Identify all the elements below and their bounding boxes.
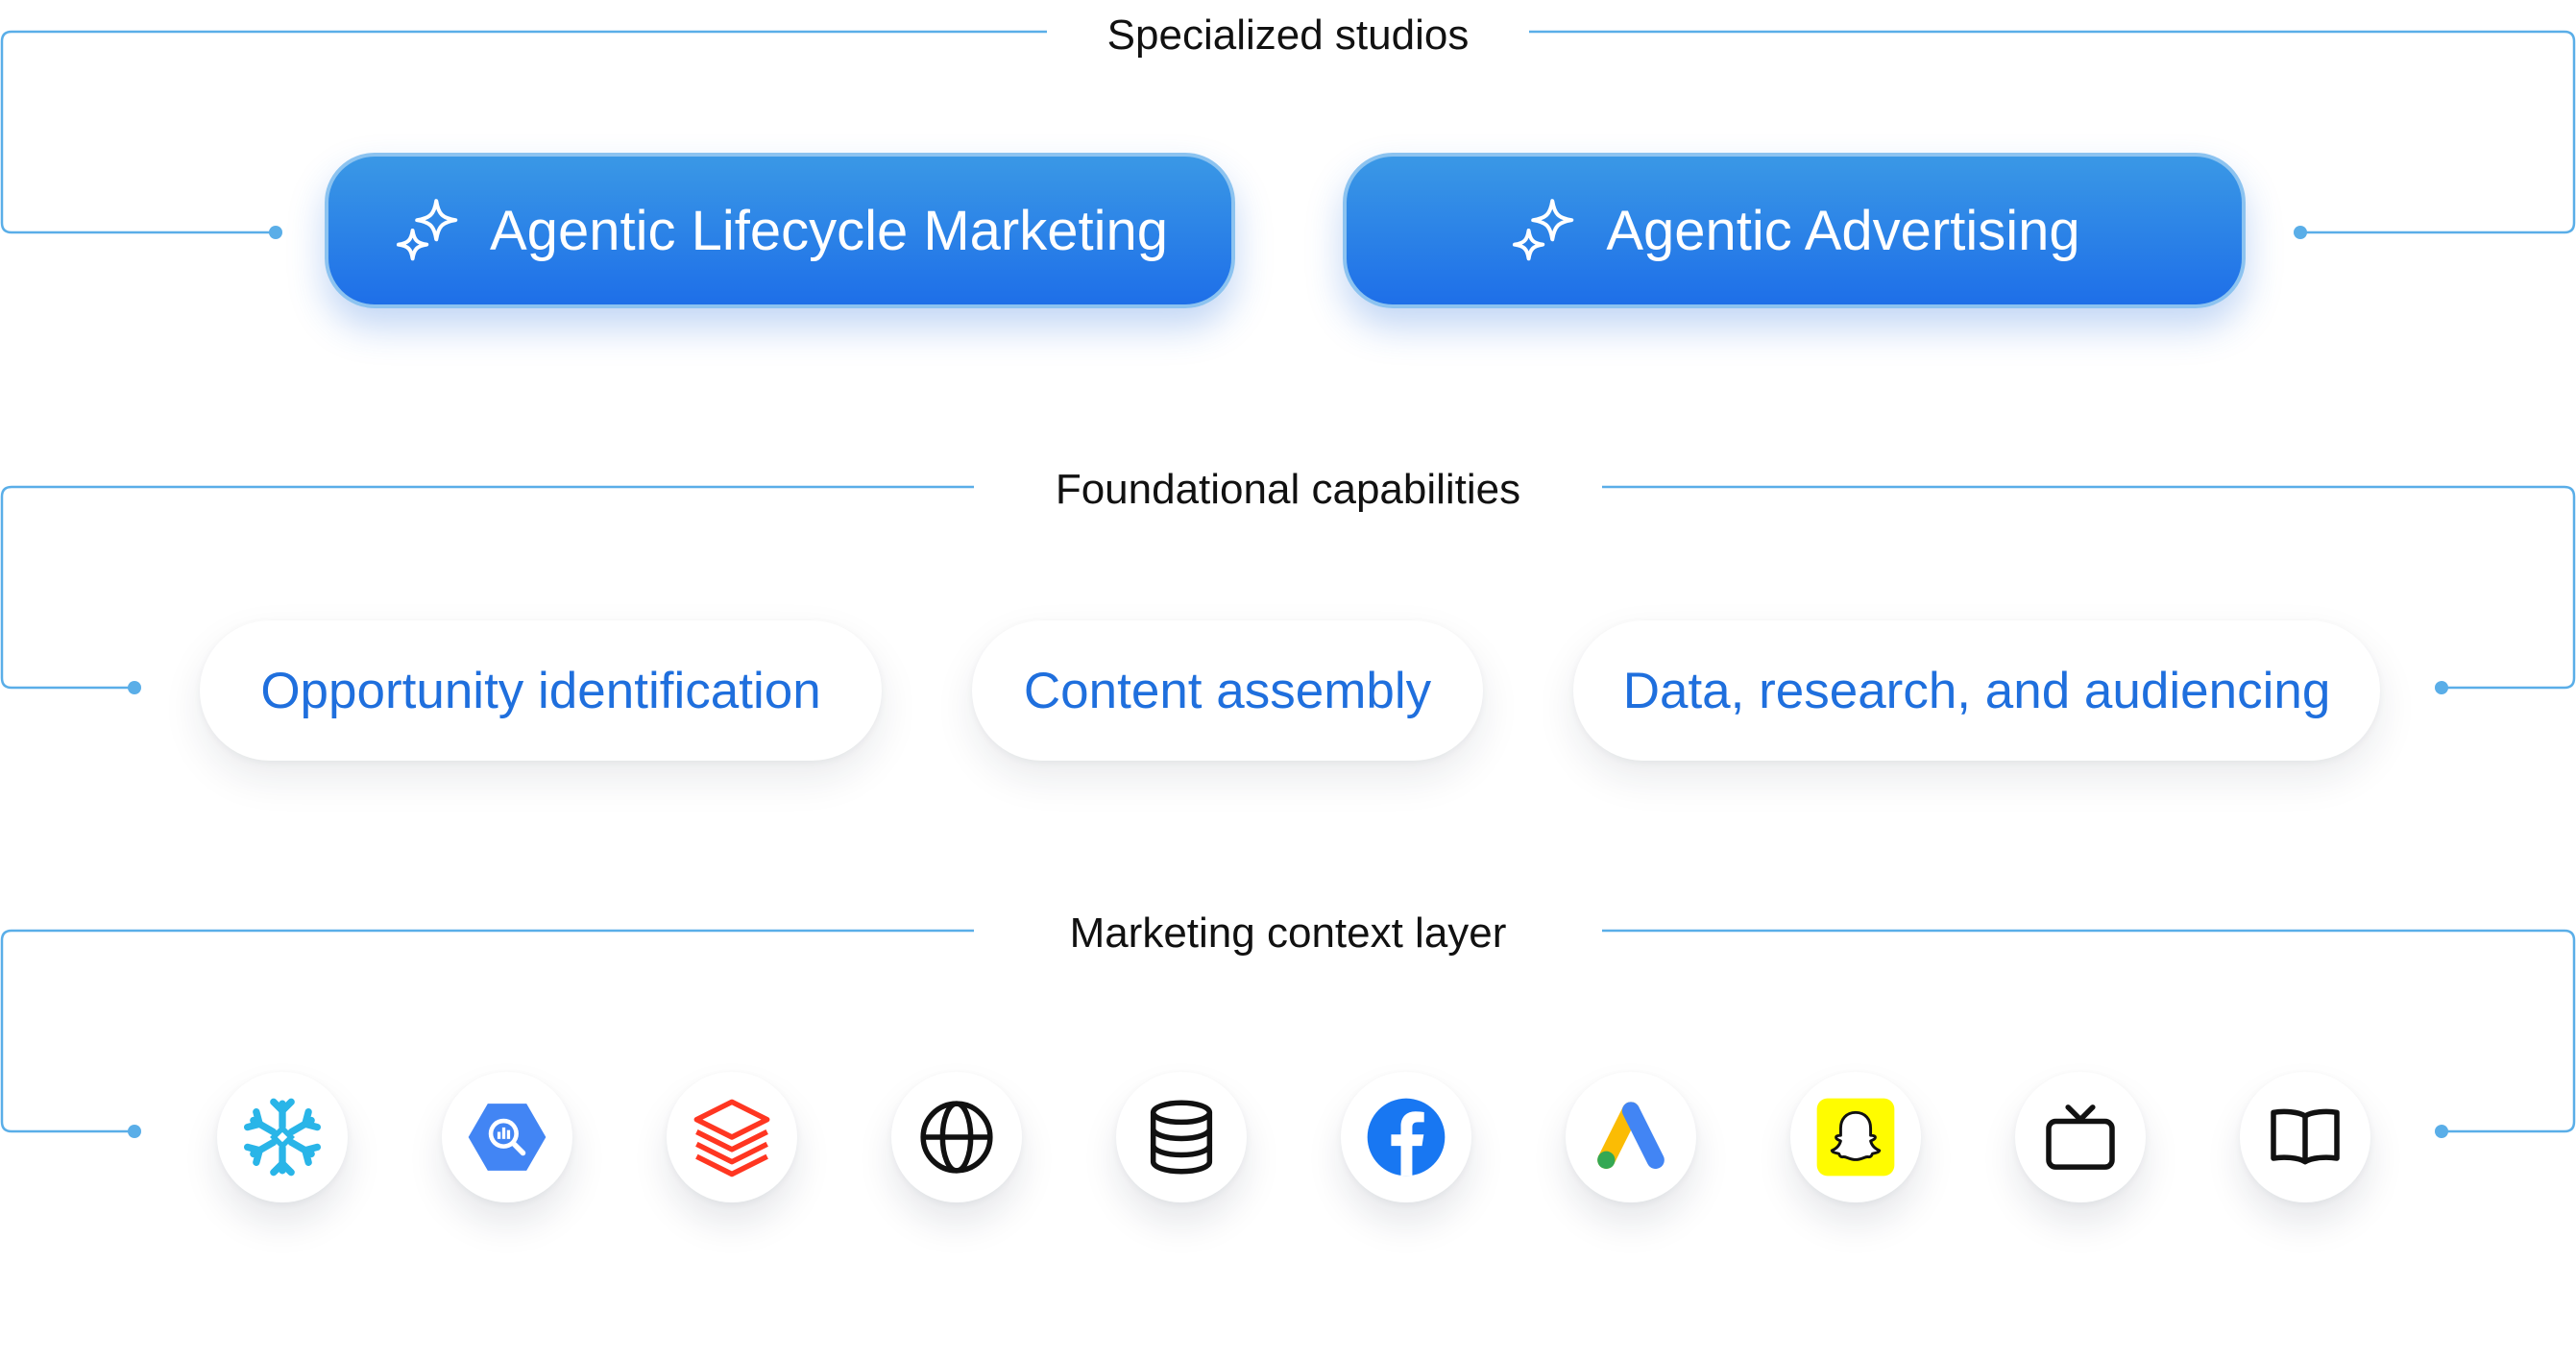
globe-icon bbox=[920, 1101, 993, 1174]
web-integration[interactable] bbox=[891, 1072, 1022, 1202]
context-left-bracket bbox=[0, 929, 974, 1133]
sparkle-icon bbox=[396, 199, 458, 261]
studio-agentic-lifecycle-marketing[interactable]: Agentic Lifecycle Marketing bbox=[325, 153, 1235, 308]
tv-integration[interactable] bbox=[2015, 1072, 2146, 1202]
capability-content-assembly[interactable]: Content assembly bbox=[972, 620, 1483, 761]
studio-label: Agentic Advertising bbox=[1606, 199, 2080, 262]
facebook-icon bbox=[1367, 1098, 1446, 1177]
databricks-icon bbox=[693, 1099, 770, 1177]
book-integration[interactable] bbox=[2240, 1072, 2370, 1202]
sparkle-icon bbox=[1513, 199, 1574, 261]
capabilities-heading: Foundational capabilities bbox=[0, 463, 2576, 517]
bigquery-icon bbox=[468, 1104, 547, 1171]
connector-dot bbox=[2294, 226, 2307, 239]
database-icon bbox=[1150, 1100, 1213, 1175]
google-ads-integration[interactable] bbox=[1566, 1072, 1696, 1202]
connector-dot bbox=[2435, 681, 2448, 694]
snapchat-icon bbox=[1816, 1098, 1895, 1177]
capability-data-research-audiencing[interactable]: Data, research, and audiencing bbox=[1573, 620, 2380, 761]
capabilities-right-bracket bbox=[1602, 485, 2576, 690]
tv-icon bbox=[2046, 1104, 2115, 1170]
snowflake-integration[interactable] bbox=[217, 1072, 348, 1202]
bigquery-integration[interactable] bbox=[442, 1072, 572, 1202]
connector-dot bbox=[2435, 1125, 2448, 1138]
studios-left-bracket bbox=[0, 30, 1047, 234]
connector-dot bbox=[128, 1125, 141, 1138]
studio-agentic-advertising[interactable]: Agentic Advertising bbox=[1343, 153, 2246, 308]
connector-dot bbox=[269, 226, 282, 239]
snowflake-icon bbox=[243, 1098, 322, 1177]
capabilities-left-bracket bbox=[0, 485, 974, 690]
google-ads-icon bbox=[1597, 1102, 1665, 1169]
database-integration[interactable] bbox=[1116, 1072, 1247, 1202]
book-icon bbox=[2271, 1108, 2340, 1165]
studios-heading: Specialized studios bbox=[0, 9, 2576, 62]
studios-right-bracket bbox=[1529, 30, 2576, 234]
snapchat-integration[interactable] bbox=[1790, 1072, 1921, 1202]
studio-label: Agentic Lifecycle Marketing bbox=[490, 199, 1168, 262]
context-heading: Marketing context layer bbox=[0, 907, 2576, 960]
facebook-integration[interactable] bbox=[1341, 1072, 1471, 1202]
databricks-integration[interactable] bbox=[667, 1072, 797, 1202]
context-right-bracket bbox=[1602, 929, 2576, 1133]
capability-opportunity-identification[interactable]: Opportunity identification bbox=[200, 620, 882, 761]
connector-dot bbox=[128, 681, 141, 694]
